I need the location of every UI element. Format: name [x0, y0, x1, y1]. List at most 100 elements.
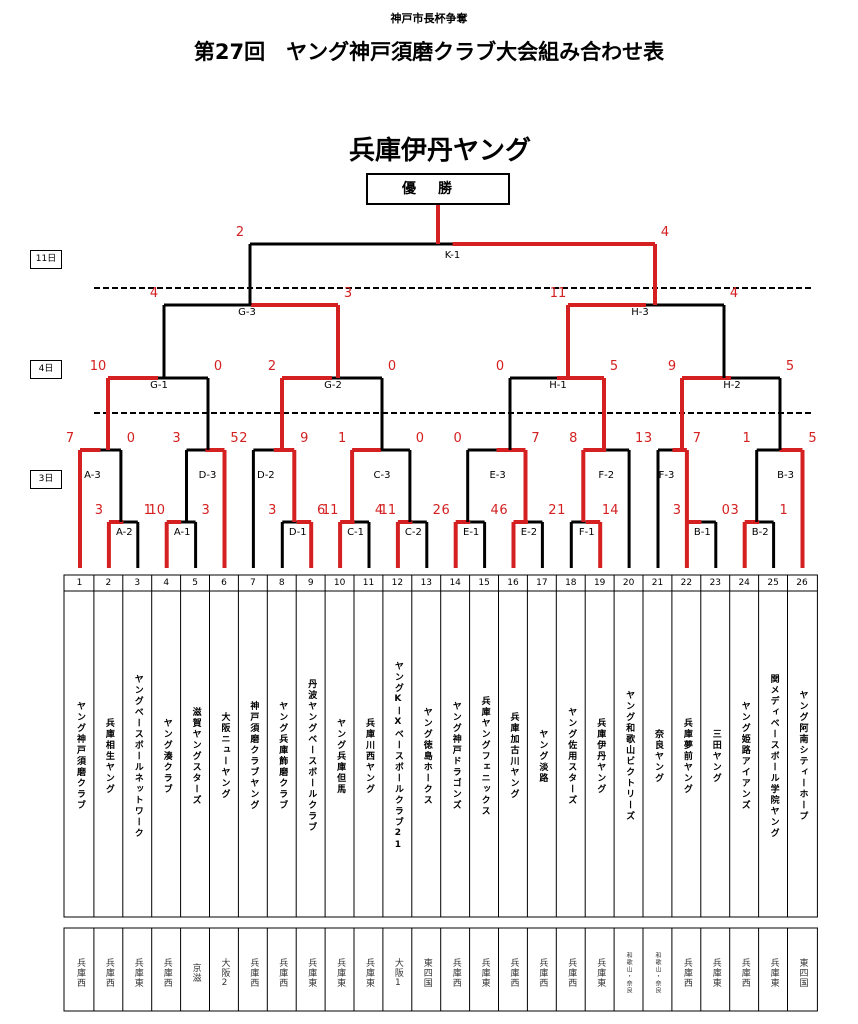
team-name: ヤングKーXベースボールクラブ21 [392, 660, 403, 852]
match-label-h-2: H-2 [723, 380, 741, 391]
team-number: 10 [333, 578, 346, 588]
team-number: 16 [507, 578, 519, 588]
team-number: 22 [680, 578, 693, 588]
match-label-c-2: C-2 [405, 527, 422, 538]
score-g-1-left: 10 [90, 359, 107, 374]
team-name: ヤング兵庫飾磨クラブ [277, 701, 288, 811]
team-name: 奈良ヤング [653, 728, 663, 784]
match-label-e-1: E-1 [463, 527, 479, 538]
team-region: 和歌山・奈良 [625, 952, 633, 994]
score-a-2-right: 1 [144, 503, 152, 518]
match-label-d-1: D-1 [289, 527, 307, 538]
team-region: 兵庫東 [132, 958, 143, 988]
team-number: 18 [565, 578, 577, 588]
score-c-1-right: 4 [375, 503, 383, 518]
score-d-3-right: 5 [230, 431, 238, 446]
match-label-a-2: A-2 [116, 527, 133, 538]
team-name: ヤング淡路 [537, 728, 548, 784]
match-label-f-2: F-2 [598, 470, 614, 481]
score-d-1-right: 6 [317, 503, 325, 518]
score-g-1-right: 0 [214, 359, 222, 374]
team-region: 兵庫東 [306, 958, 317, 988]
score-a-3-left: 7 [66, 431, 74, 446]
team-name: 兵庫加古川ヤング [508, 712, 519, 800]
score-e-1-right: 4 [490, 503, 498, 518]
score-g-2-right: 0 [388, 359, 396, 374]
team-region: 兵庫西 [566, 958, 577, 988]
team-number: 2 [105, 578, 112, 588]
team-number: 8 [278, 578, 285, 588]
team-name: 神戸須磨クラブヤング [248, 701, 259, 811]
team-region: 兵庫東 [710, 958, 721, 988]
score-e-1-left: 6 [442, 503, 450, 518]
team-number: 3 [134, 578, 141, 588]
team-number: 19 [593, 578, 606, 588]
score-d-2-left: 2 [239, 431, 247, 446]
team-number: 1 [76, 578, 83, 588]
match-label-f-3: F-3 [659, 470, 675, 481]
score-h-2-right: 5 [786, 359, 794, 374]
team-region: 兵庫東 [768, 958, 779, 988]
score-k-1-right: 4 [661, 225, 669, 240]
team-name: ヤングベースボールネットワーク [132, 673, 143, 839]
champion-name: 兵庫伊丹ヤング [348, 136, 531, 166]
score-e-2-right: 2 [548, 503, 556, 518]
score-d-2-right: 9 [300, 431, 308, 446]
match-label-d-2: D-2 [257, 470, 275, 481]
score-d-3-left: 3 [172, 431, 180, 446]
team-number: 5 [192, 578, 198, 588]
score-g-2-left: 2 [268, 359, 276, 374]
score-c-1-left: 11 [322, 503, 339, 518]
team-region: 和歌山・奈良 [654, 952, 661, 994]
match-label-h-3: H-3 [631, 307, 649, 318]
score-b-1-left: 3 [673, 503, 681, 518]
score-f-3-right: 7 [693, 431, 701, 446]
day-label-4: 4日 [30, 360, 62, 379]
team-number: 26 [796, 578, 808, 588]
match-label-c-1: C-1 [347, 527, 364, 538]
team-number: 24 [738, 578, 750, 588]
score-a-3-right: 0 [127, 431, 135, 446]
match-label-f-1: F-1 [579, 527, 595, 538]
score-h-2-left: 9 [668, 359, 676, 374]
team-region: 兵庫西 [739, 958, 750, 988]
team-region: 兵庫西 [75, 958, 85, 988]
team-name: 兵庫ヤングフェニックス [479, 695, 490, 817]
match-label-c-3: C-3 [374, 470, 391, 481]
winner-box: 優勝 [366, 173, 510, 205]
team-region: 京滋 [190, 963, 201, 983]
team-region: 兵庫西 [103, 958, 114, 988]
match-label-b-1: B-1 [694, 527, 711, 538]
score-g-3-right: 3 [344, 286, 352, 301]
team-name: 兵庫伊丹ヤング [595, 717, 606, 795]
team-name: ヤング姫路アイアンズ [739, 701, 750, 811]
team-name: 三田ヤング [710, 728, 721, 784]
score-b-3-left: 1 [743, 431, 751, 446]
match-label-g-2: G-2 [324, 380, 342, 391]
team-number: 6 [221, 578, 227, 588]
score-b-3-right: 5 [808, 431, 816, 446]
score-e-3-right: 7 [531, 431, 539, 446]
team-region: 兵庫西 [450, 958, 461, 988]
score-h-3-left: 11 [550, 286, 567, 301]
score-b-2-right: 1 [779, 503, 787, 518]
team-number: 4 [163, 578, 170, 588]
team-number: 20 [622, 578, 635, 588]
score-e-3-left: 0 [454, 431, 462, 446]
team-name: ヤング兵庫但馬 [335, 717, 346, 795]
match-label-h-1: H-1 [549, 380, 567, 391]
team-region: 兵庫東 [335, 958, 346, 988]
score-a-2-left: 3 [95, 503, 103, 518]
page-title: 第27回 ヤング神戸須磨クラブ大会組み合わせ表 [193, 40, 665, 64]
team-number: 17 [536, 578, 548, 588]
subtitle: 神戸市長杯争奪 [390, 12, 468, 25]
score-f-3-left: 3 [644, 431, 652, 446]
score-e-2-left: 6 [499, 503, 507, 518]
team-region: 兵庫西 [681, 958, 692, 988]
team-number: 23 [709, 578, 722, 588]
match-label-b-3: B-3 [777, 470, 794, 481]
score-f-1-left: 1 [557, 503, 565, 518]
team-region: 兵庫西 [277, 958, 288, 988]
score-c-3-left: 1 [338, 431, 346, 446]
